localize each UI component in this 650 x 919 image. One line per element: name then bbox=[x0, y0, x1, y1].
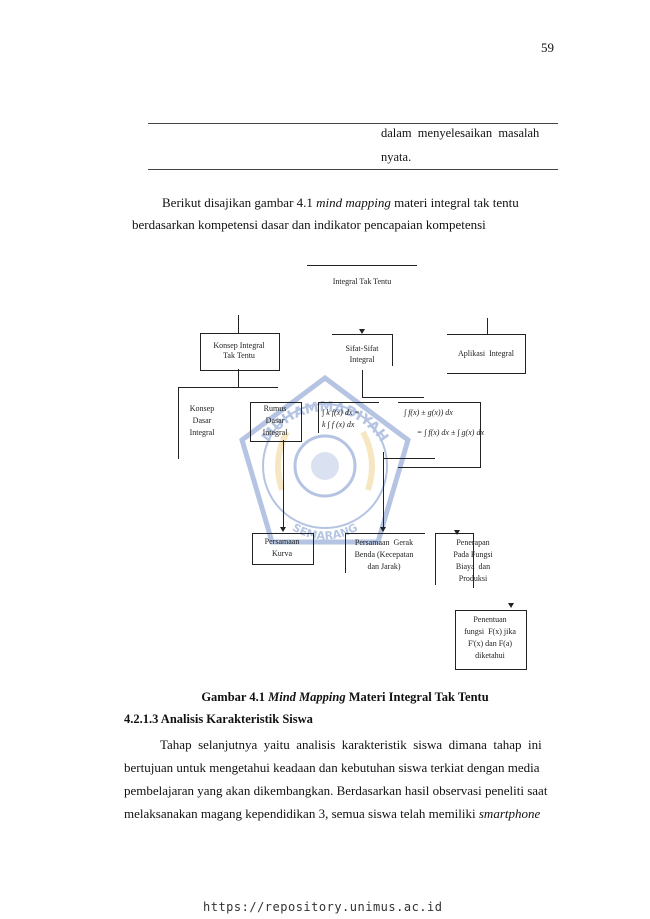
node-gerak-benda-line-3: dan Jarak) bbox=[367, 562, 401, 571]
figure-caption: Gambar 4.1 Mind Mapping Materi Integral … bbox=[132, 690, 558, 705]
node-gerak-benda-line-2: Benda (Kecepatan bbox=[354, 550, 414, 559]
connector bbox=[383, 458, 435, 459]
body-line-3: pembelajaran yang akan dikembangkan. Ber… bbox=[124, 783, 548, 798]
arrow bbox=[380, 527, 386, 532]
node-penerapan-line-1: Penerapan bbox=[456, 538, 490, 547]
footer-url[interactable]: https://repository.unimus.ac.id bbox=[203, 900, 443, 914]
node-rumus-dasar-line-2: Dasar bbox=[265, 416, 285, 425]
node-formula-1-line-1: ∫ k f(x) dx = bbox=[322, 408, 360, 417]
table-cell-line-1: dalam menyelesaikan masalah bbox=[381, 126, 540, 140]
node-formula-2-line-1: ∫ f(x) ± g(x)) dx bbox=[404, 408, 453, 417]
connector bbox=[362, 397, 424, 398]
intro-text-a: Berikut disajikan gambar 4.1 bbox=[162, 195, 317, 210]
connector bbox=[473, 533, 474, 585]
connector bbox=[362, 370, 363, 398]
connector bbox=[435, 533, 436, 585]
node-rumus-dasar bbox=[250, 402, 302, 442]
node-rumus-dasar-line-1: Rumus bbox=[263, 404, 287, 413]
table-bottom-rule bbox=[148, 169, 558, 170]
intro-line-1: Berikut disajikan gambar 4.1 mind mappin… bbox=[132, 190, 558, 216]
node-aplikasi-integral bbox=[447, 334, 526, 374]
body-line-4-text: melaksanakan magang kependidikan 3, semu… bbox=[124, 806, 479, 821]
connector bbox=[487, 318, 488, 334]
university-watermark-logo: MUHAMMADIYAH SEMARANG bbox=[239, 374, 411, 545]
node-penentuan-line-1: Penentuan bbox=[473, 615, 507, 624]
body-line-4-emphasis: smartphone bbox=[478, 806, 541, 821]
arrow bbox=[280, 527, 286, 532]
node-konsep-dasar-line-1: Konsep bbox=[189, 404, 215, 413]
node-konsep-line-1: Konsep Integral bbox=[213, 341, 265, 350]
node-formula-2 bbox=[398, 402, 481, 468]
connector bbox=[345, 533, 346, 573]
connector bbox=[178, 387, 278, 388]
intro-line-2: berdasarkan kompetensi dasar dan indikat… bbox=[132, 217, 486, 232]
node-sifat-line-2: Integral bbox=[349, 355, 375, 364]
node-penentuan-line-4: diketahui bbox=[475, 651, 505, 660]
root-top-rule bbox=[307, 265, 417, 266]
node-sifat-line-1: Sifat-Sifat bbox=[345, 344, 379, 353]
connector bbox=[383, 452, 384, 528]
node-persamaan-kurva-line-1: Persamaan bbox=[264, 537, 300, 546]
node-rumus-dasar-line-3: Integral bbox=[262, 428, 288, 437]
node-formula-1-line-2: k ∫ f (x) dx bbox=[322, 420, 355, 429]
page-number: 59 bbox=[541, 40, 554, 55]
node-aplikasi-label: Aplikasi Integral bbox=[458, 349, 514, 358]
root-node-label: Integral Tak Tentu bbox=[332, 277, 392, 286]
body-line-1-text: Tahap selanjutnya yaitu analisis karakte… bbox=[160, 737, 542, 752]
arrow bbox=[359, 329, 365, 334]
connector bbox=[178, 387, 179, 459]
body-line-4: melaksanakan magang kependidikan 3, semu… bbox=[124, 801, 558, 827]
node-konsep-dasar-line-2: Dasar bbox=[192, 416, 212, 425]
node-konsep-dasar-line-3: Integral bbox=[189, 428, 215, 437]
node-formula-2-line-2: = ∫ f(x) dx ± ∫ g(x) dx bbox=[416, 428, 484, 437]
node-penentuan-line-2: fungsi F(x) jika bbox=[464, 627, 516, 636]
caption-emphasis: Mind Mapping bbox=[268, 690, 346, 704]
node-konsep-line-2: Tak Tentu bbox=[223, 351, 255, 360]
arrow bbox=[454, 530, 460, 535]
intro-text-b: materi integral tak tentu bbox=[390, 195, 519, 210]
connector bbox=[332, 334, 392, 335]
section-heading: 4.2.1.3 Analisis Karakteristik Siswa bbox=[124, 712, 313, 726]
connector bbox=[238, 369, 239, 387]
connector bbox=[238, 315, 239, 333]
node-gerak-benda-line-1: Persamaan Gerak bbox=[354, 538, 414, 547]
arrow bbox=[508, 603, 514, 608]
caption-prefix: Gambar 4.1 bbox=[201, 690, 269, 704]
body-line-1: Tahap selanjutnya yaitu analisis karakte… bbox=[124, 732, 558, 758]
table-top-rule bbox=[148, 123, 558, 124]
caption-suffix: Materi Integral Tak Tentu bbox=[345, 690, 489, 704]
table-cell-line-2: nyata. bbox=[381, 150, 412, 164]
connector bbox=[345, 533, 425, 534]
node-konsep-integral bbox=[200, 333, 280, 371]
node-persamaan-kurva bbox=[252, 533, 314, 565]
intro-emphasis: mind mapping bbox=[316, 195, 391, 210]
node-penentuan bbox=[455, 610, 527, 670]
node-penerapan-line-3: Biaya dan bbox=[455, 562, 491, 571]
node-formula-1 bbox=[318, 402, 379, 433]
node-penentuan-line-3: F'(x) dan F(a) bbox=[467, 639, 513, 648]
connector bbox=[283, 440, 284, 528]
node-persamaan-kurva-line-2: Kurva bbox=[272, 549, 292, 558]
node-penerapan-line-4: Produksi bbox=[458, 574, 488, 583]
connector bbox=[392, 334, 393, 366]
body-line-2: bertujuan untuk mengetahui keadaan dan k… bbox=[124, 760, 540, 775]
